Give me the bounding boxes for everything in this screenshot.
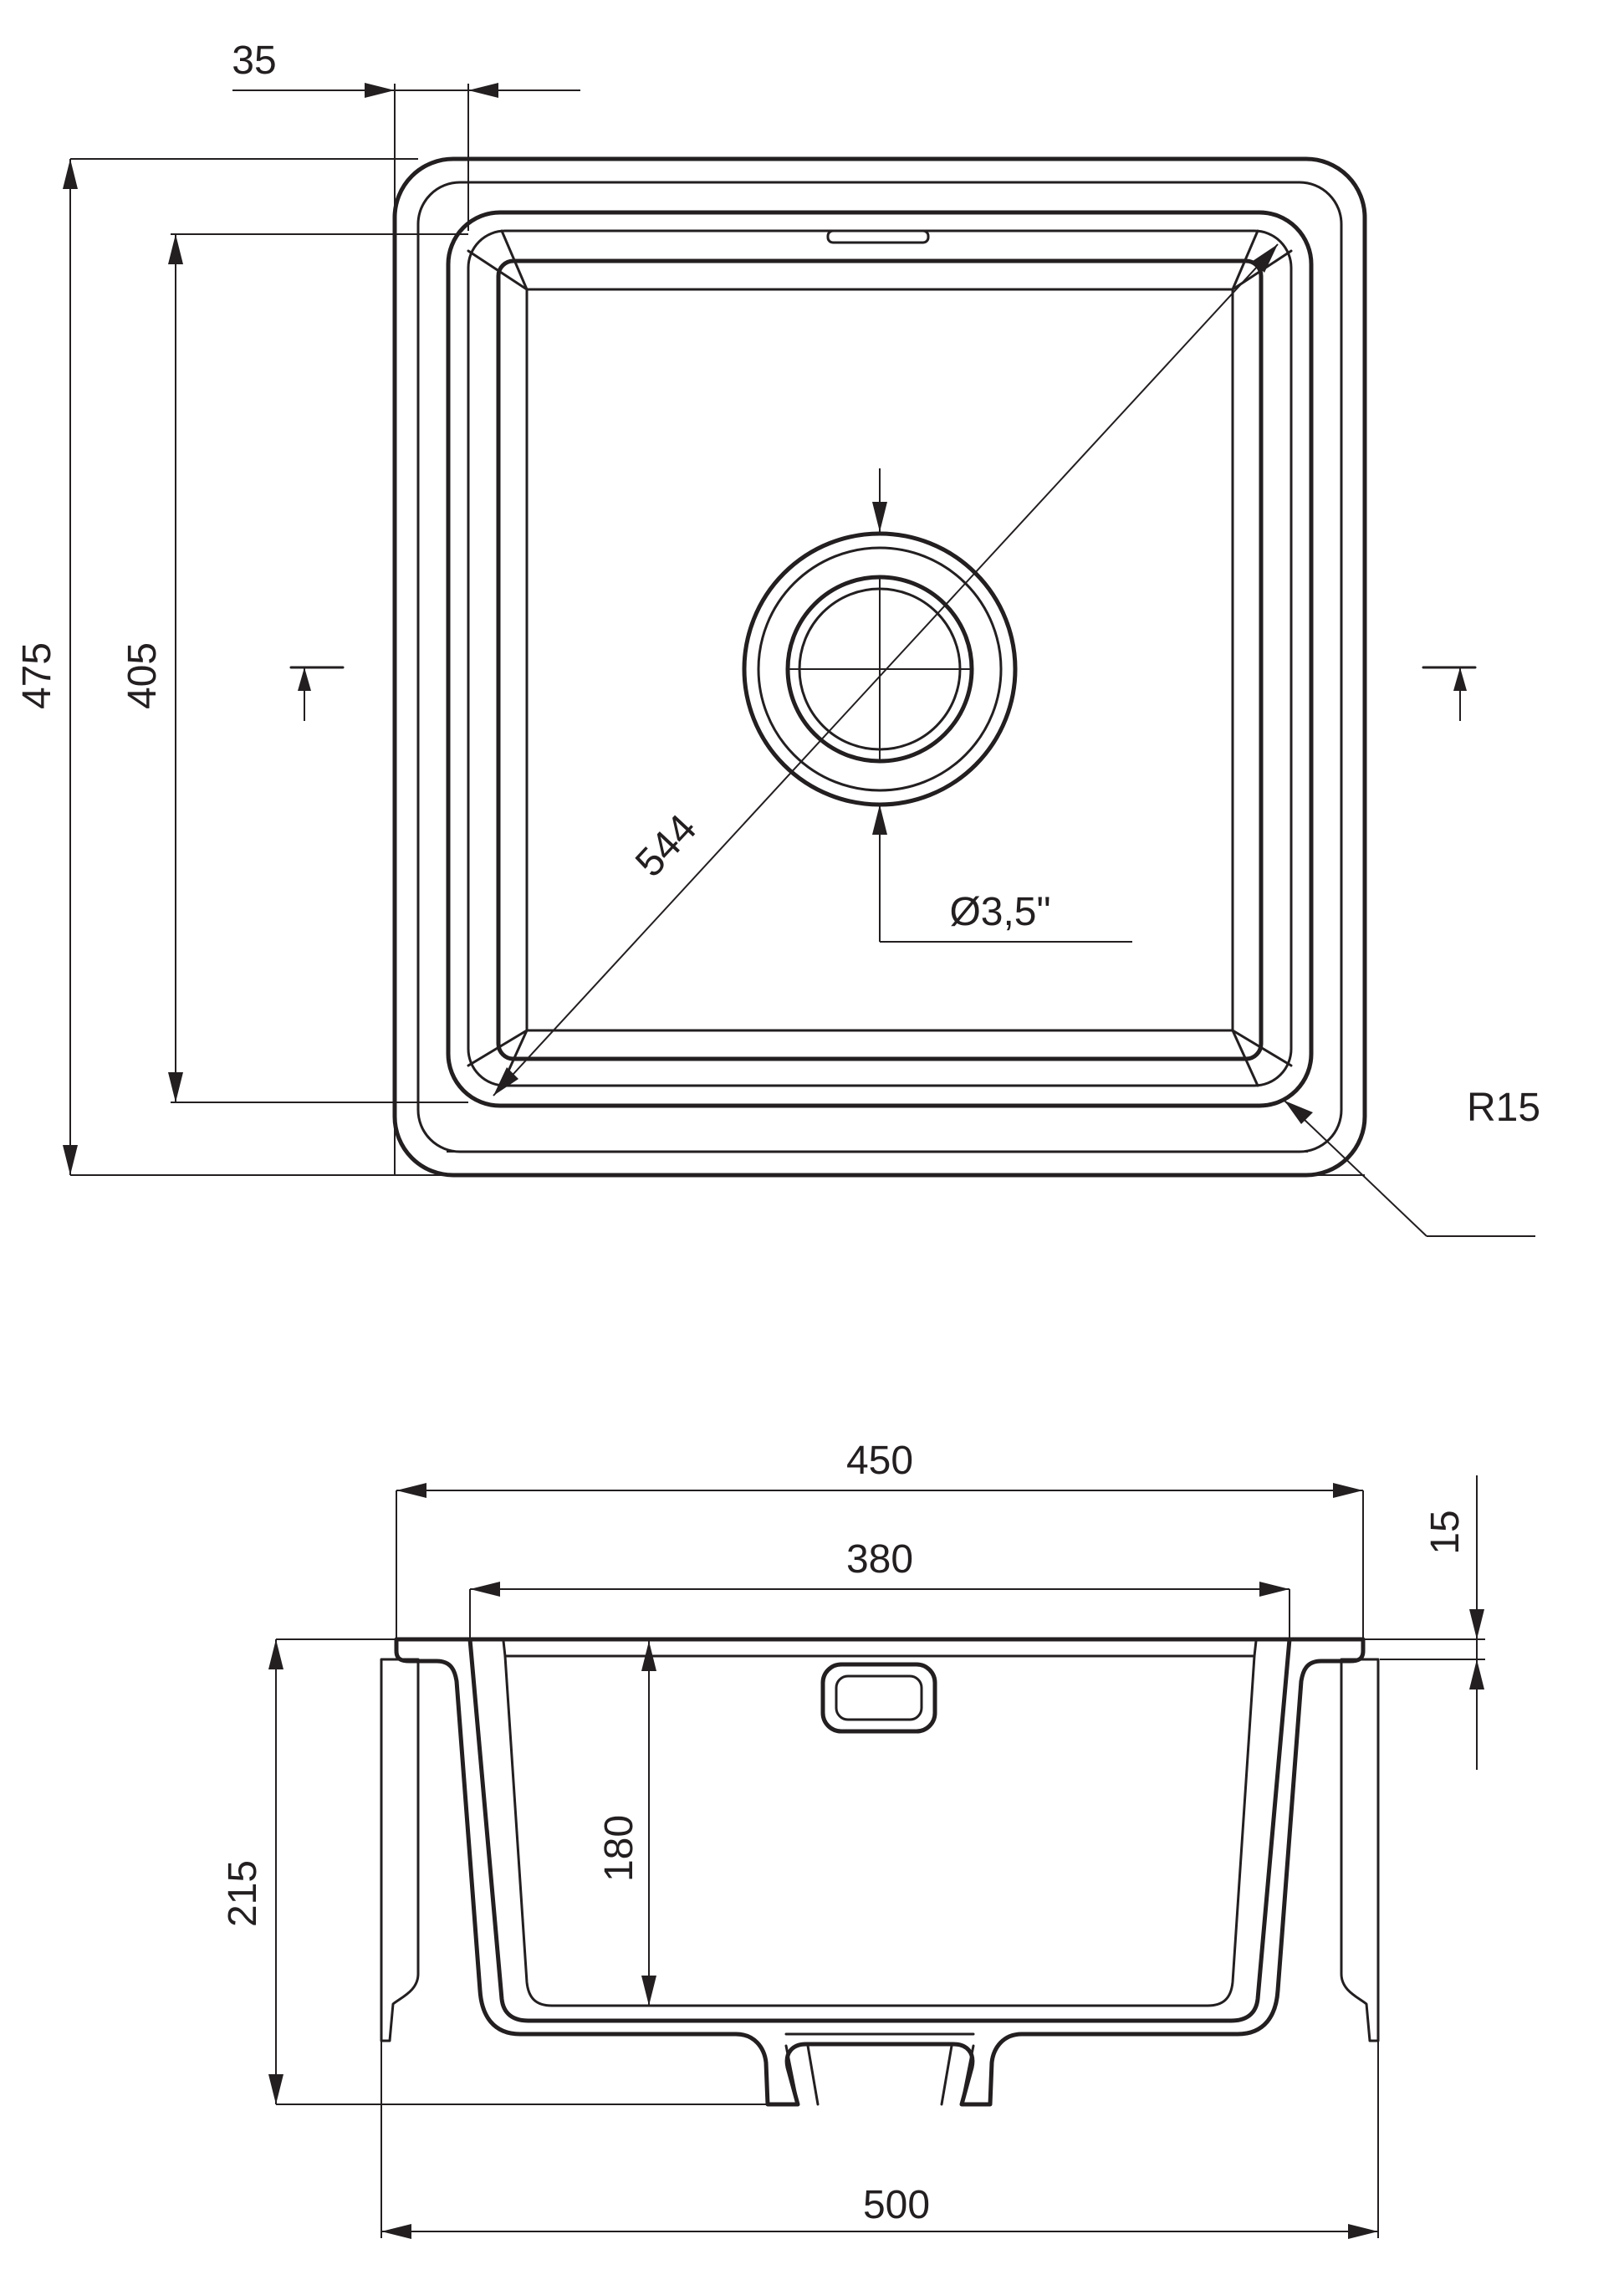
inner-width-label: 380 [846, 1537, 913, 1582]
bowl-inner-profile [502, 1639, 1258, 2007]
outer-height-label: 475 [15, 642, 59, 709]
bowl-floor [496, 258, 1264, 1061]
drain-section [784, 2044, 975, 2106]
diagonal-label: 544 [627, 806, 705, 886]
bowl-floor-inner [525, 288, 1234, 1032]
outer-width-label: 450 [846, 1439, 913, 1483]
corner-radius-label: R15 [1467, 1086, 1540, 1130]
plan-view: Ø3,5" 544 R15 35 475 [15, 38, 1540, 1237]
overflow-opening [820, 1662, 937, 1734]
flange-thickness-label: 15 [1423, 1510, 1468, 1554]
cutout-width-label: 500 [863, 2183, 930, 2227]
bowl-outer-contour [446, 210, 1314, 1108]
inner-height-label: 405 [120, 642, 165, 709]
total-height-label: 215 [221, 1860, 265, 1927]
countertop-left [380, 1658, 420, 2042]
drain-diameter-label: Ø3,5" [949, 890, 1050, 934]
overflow-slot [826, 229, 930, 244]
rim-width-label: 35 [232, 38, 276, 83]
bowl-depth-label: 180 [597, 1815, 641, 1882]
section-view: 450 380 15 215 180 500 [221, 1439, 1485, 2239]
countertop-right [1340, 1658, 1380, 2042]
sink-body-section [394, 1637, 1366, 2107]
